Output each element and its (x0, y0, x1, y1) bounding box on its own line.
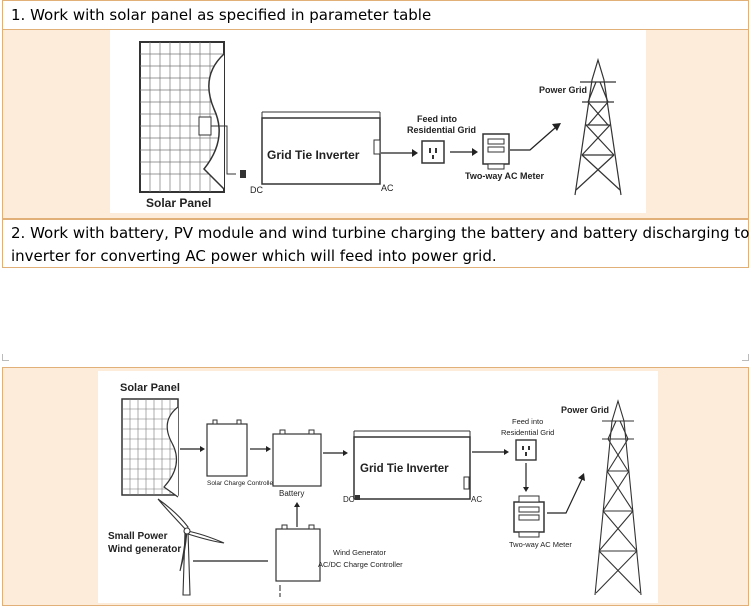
battery-box (272, 429, 322, 487)
wind-turbine-icon (157, 498, 225, 596)
section2-heading-line1: 2. Work with battery, PV module and wind… (11, 224, 750, 242)
section1-heading: 1. Work with solar panel as specified in… (11, 6, 432, 24)
inverter-label-2: Grid Tie Inverter (360, 463, 449, 475)
charge-controller-label: Solar Charge Controller (207, 480, 276, 487)
feed-label-line2: Residential Grid (407, 125, 476, 135)
feed-label-line1: Feed into (417, 114, 458, 124)
power-tower-icon (574, 57, 622, 196)
solar-panel-label: Solar Panel (146, 196, 211, 210)
power-tower-icon-2 (594, 399, 642, 596)
section2-diagram: Solar Panel (98, 371, 658, 603)
power-grid-label-2: Power Grid (561, 405, 609, 415)
ac-label-2: AC (471, 495, 482, 504)
wind-generator-label-line1: Small Power (108, 531, 168, 542)
ac-label: AC (381, 183, 394, 193)
grid-tie-inverter-box (261, 111, 381, 185)
dc-label-2: DC (343, 495, 355, 504)
ac-meter-icon-2 (513, 495, 545, 538)
socket-icon-2 (515, 439, 537, 461)
grid-tie-inverter-box-2 (353, 430, 471, 500)
solar-panel-icon (139, 41, 246, 193)
wind-controller-label-line1: Wind Generator (333, 548, 386, 557)
corner-mark-right (742, 354, 749, 361)
section1-heading-row: 1. Work with solar panel as specified in… (2, 0, 749, 29)
section1-diagram: Solar Panel Grid Tie Inverter DC AC (110, 30, 646, 213)
wind-controller-label-line2: AC/DC Charge Controller (318, 560, 403, 569)
dc-label: DC (250, 185, 263, 195)
ac-meter-icon (482, 133, 510, 170)
power-grid-label: Power Grid (539, 85, 587, 95)
solar-panel-label-2: Solar Panel (120, 382, 180, 394)
battery-label: Battery (279, 489, 304, 498)
solar-charge-controller-box (206, 419, 248, 477)
wind-generator-label-line2: Wind generator (108, 544, 181, 555)
section2-heading-line2: inverter for converting AC power which w… (11, 247, 497, 265)
meter-label: Two-way AC Meter (465, 171, 545, 181)
inverter-label: Grid Tie Inverter (267, 148, 360, 162)
section1-diagram-row: Solar Panel Grid Tie Inverter DC AC (2, 29, 749, 219)
meter-label-2: Two-way AC Meter (509, 540, 572, 549)
wind-charge-controller-box (275, 524, 321, 582)
section2-diagram-row: Solar Panel (2, 367, 749, 606)
corner-mark-left (2, 354, 9, 361)
section2-heading-row: 2. Work with battery, PV module and wind… (2, 219, 749, 268)
feed-label-2-line1: Feed into (512, 417, 543, 426)
solar-panel-icon-2 (121, 398, 179, 498)
feed-label-2-line2: Residential Grid (501, 428, 554, 437)
socket-icon (421, 140, 445, 164)
